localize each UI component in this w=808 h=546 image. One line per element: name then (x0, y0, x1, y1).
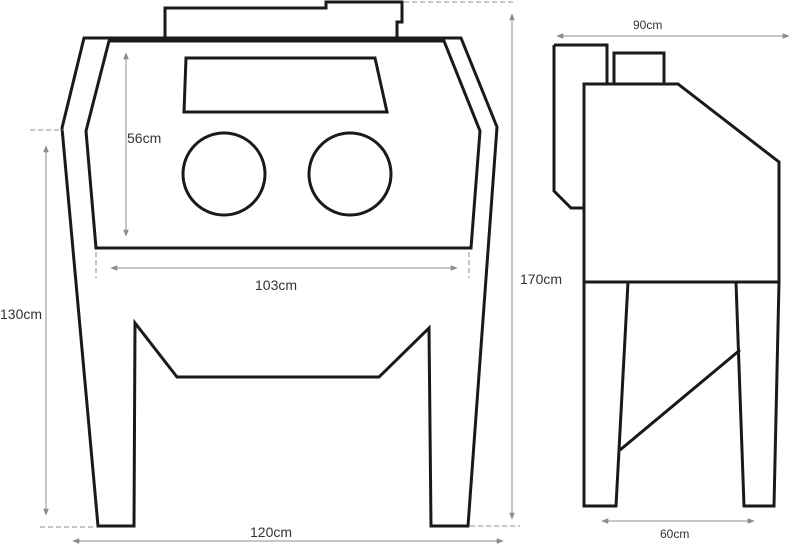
side-rear-duct (552, 43, 609, 210)
total-height-label: 170cm (520, 271, 562, 287)
front-body-outline (60, 36, 499, 528)
side-view (552, 43, 781, 508)
window-height-label: 56cm (127, 130, 161, 146)
total-width-label: 120cm (250, 524, 292, 540)
leg-height-label: 130cm (0, 306, 42, 322)
front-viewing-window (182, 56, 389, 114)
side-dimensions: 90cm 60cm (556, 18, 790, 541)
right-glove-port (307, 131, 393, 217)
base-depth-label: 60cm (660, 527, 689, 541)
front-top-box (163, 0, 404, 37)
front-dimensions: 56cm 103cm 130cm 120cm 170cm (0, 1, 562, 544)
side-rear-leg (734, 281, 781, 508)
side-top-box (612, 51, 666, 84)
side-front-leg (582, 281, 630, 508)
side-diagonal-brace (619, 348, 741, 452)
side-cabinet-body (582, 82, 781, 284)
inner-width-label: 103cm (255, 277, 297, 293)
top-depth-label: 90cm (633, 18, 662, 32)
front-view (60, 0, 499, 528)
left-glove-port (181, 131, 267, 217)
front-inner-panel (84, 39, 482, 250)
